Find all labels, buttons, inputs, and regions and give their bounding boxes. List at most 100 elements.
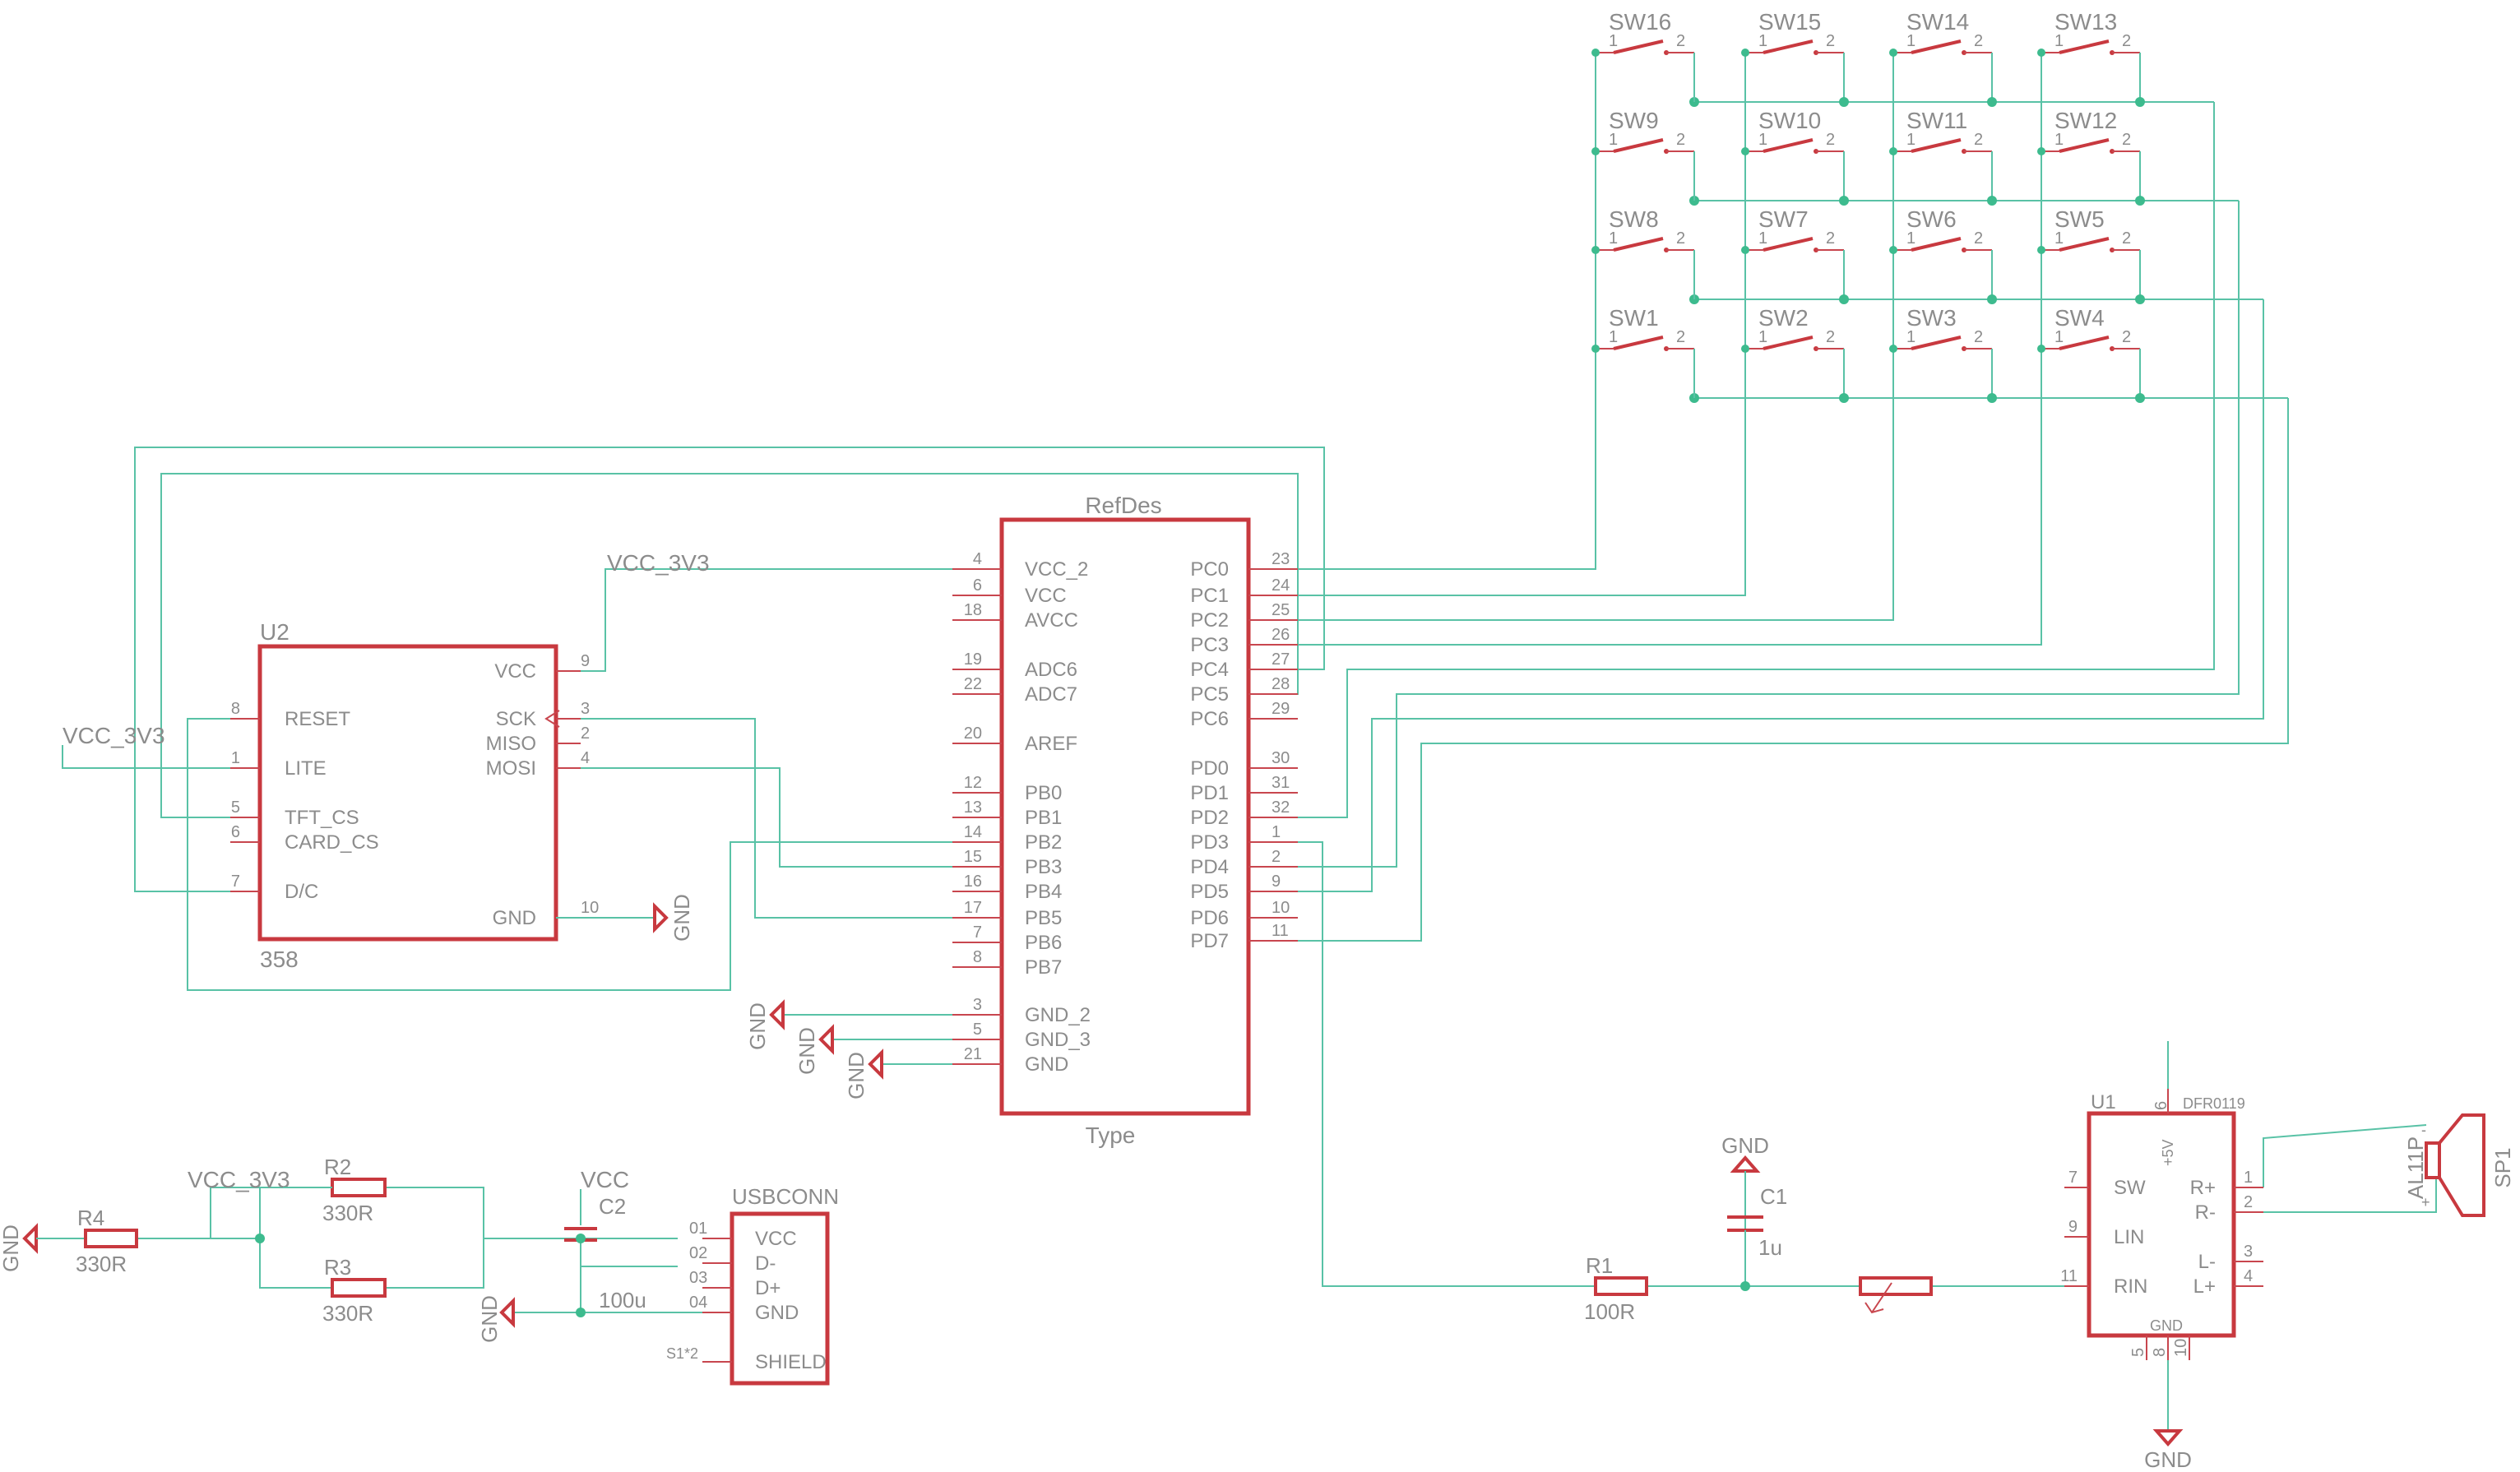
switch-actuator bbox=[1911, 237, 1962, 252]
display-pin-name: GND bbox=[493, 907, 536, 929]
mcu-pin-name: PD3 bbox=[1190, 831, 1229, 854]
switch-pin2-num: 2 bbox=[1826, 229, 1835, 248]
amp-pin-num: 3 bbox=[2244, 1243, 2253, 1261]
gnd-label-display: GND bbox=[669, 894, 694, 942]
switch-pin1-num: 1 bbox=[1758, 32, 1767, 50]
switch-label: SW9 bbox=[1609, 108, 1659, 133]
usb-pin-num: 03 bbox=[689, 1269, 707, 1287]
switch-pin1-num: 1 bbox=[2054, 32, 2064, 50]
r4-name: R4 bbox=[77, 1206, 104, 1230]
mcu-pin-num: 18 bbox=[964, 601, 982, 619]
switch-col-junction bbox=[1889, 246, 1897, 254]
mcu-pin-name: PD6 bbox=[1190, 907, 1229, 929]
mcu-pin-num: 3 bbox=[973, 996, 982, 1014]
switch-label: SW10 bbox=[1758, 108, 1821, 133]
usb-pin-num: 02 bbox=[689, 1244, 707, 1262]
switch-pin1-num: 1 bbox=[1906, 32, 1915, 50]
switch-label: SW13 bbox=[2054, 9, 2117, 35]
switch-row-junction bbox=[2135, 97, 2145, 107]
mcu-pin-num: 27 bbox=[1272, 650, 1290, 669]
switch-actuator bbox=[2059, 336, 2110, 350]
mcu-refdes: RefDes bbox=[1085, 493, 1161, 518]
switch-pin2-num: 2 bbox=[1826, 32, 1835, 50]
switch-row-junction bbox=[1839, 294, 1849, 304]
c1-name: C1 bbox=[1760, 1184, 1787, 1209]
switch-actuator bbox=[1763, 336, 1814, 350]
display-pin-num: 3 bbox=[581, 700, 590, 718]
mcu-pin-num: 28 bbox=[1272, 675, 1290, 693]
r4-value: 330R bbox=[76, 1252, 127, 1276]
net-label-vcc3v3-lite: VCC_3V3 bbox=[63, 723, 165, 748]
mcu-pin-name: PC3 bbox=[1190, 634, 1229, 656]
mcu-pin-name: PC2 bbox=[1190, 609, 1229, 632]
amp-gnd-pin-num: 8 bbox=[2151, 1348, 2169, 1357]
mcu-pin-name: VCC bbox=[1025, 585, 1067, 607]
switch-row-junction bbox=[1987, 97, 1997, 107]
mcu-pin-num: 10 bbox=[1272, 899, 1290, 917]
mcu-pin-name: PC4 bbox=[1190, 659, 1229, 681]
mcu-pin-name: PD0 bbox=[1190, 757, 1229, 780]
display-pin-name: SCK bbox=[496, 708, 536, 730]
gnd-symbol-mcu-3 bbox=[868, 1048, 883, 1080]
gnd-symbol-mcu-2 bbox=[818, 1024, 834, 1055]
usb-pin-num: 01 bbox=[689, 1220, 707, 1238]
mcu-pin-num: 2 bbox=[1272, 848, 1281, 866]
amp-pin-num: 2 bbox=[2244, 1193, 2253, 1211]
amp-pin-name: L- bbox=[2198, 1251, 2216, 1273]
mcu-pin-name: PC6 bbox=[1190, 708, 1229, 730]
mcu-pin-name: ADC7 bbox=[1025, 683, 1077, 706]
mcu-pin-num: 30 bbox=[1272, 749, 1290, 767]
mcu-pin-name: PC0 bbox=[1190, 558, 1229, 581]
switch-actuator bbox=[1911, 138, 1962, 153]
mcu-pin-num: 4 bbox=[973, 550, 982, 568]
mcu-pin-name: PB0 bbox=[1025, 782, 1062, 804]
mcu-pin-name: PC1 bbox=[1190, 585, 1229, 607]
switch-pin2-num: 2 bbox=[1974, 328, 1983, 346]
mcu-pin-num: 31 bbox=[1272, 774, 1290, 792]
mcu-value: Type bbox=[1086, 1123, 1136, 1148]
mcu-pin-name: PD7 bbox=[1190, 930, 1229, 952]
amplifier-body bbox=[2087, 1111, 2236, 1338]
mcu-pin-num: 6 bbox=[973, 576, 982, 595]
gnd-label-c2: GND bbox=[477, 1295, 502, 1343]
gnd-label-mcu-2: GND bbox=[794, 1027, 819, 1075]
mcu-right-pins: 23PC024PC125PC226PC327PC428PC529PC630PD0… bbox=[1190, 550, 1298, 952]
resistor-r2 bbox=[331, 1178, 387, 1197]
gnd-label-c1: GND bbox=[1721, 1133, 1769, 1158]
amp-pin-name: SW bbox=[2114, 1177, 2146, 1199]
mcu-pin-num: 15 bbox=[964, 848, 982, 866]
display-pin-name: TFT_CS bbox=[285, 807, 359, 829]
switch-pin2-num: 2 bbox=[2122, 32, 2131, 50]
switch-label: SW5 bbox=[2054, 206, 2105, 232]
mcu-pin-num: 7 bbox=[973, 923, 982, 942]
switch-actuator bbox=[1763, 237, 1814, 252]
power-section: R4 330R R2 330R R3 330R C2 100u USBCONN … bbox=[76, 1155, 839, 1386]
mcu-pin-num: 1 bbox=[1272, 823, 1281, 841]
switch-pin1-num: 1 bbox=[1906, 131, 1915, 149]
display-pin-num: 6 bbox=[231, 823, 240, 841]
switch-row-junction bbox=[1987, 294, 1997, 304]
mcu-pin-num: 20 bbox=[964, 724, 982, 743]
switch-pin2-num: 2 bbox=[1974, 131, 1983, 149]
switch-label: SW16 bbox=[1609, 9, 1671, 35]
mcu-pin-num: 26 bbox=[1272, 626, 1290, 644]
switch-pin1-num: 1 bbox=[1758, 229, 1767, 248]
speaker-body bbox=[2425, 1141, 2441, 1179]
amp-pin-name: RIN bbox=[2114, 1275, 2147, 1298]
switch-col-junction bbox=[2037, 246, 2045, 254]
c1-value: 1u bbox=[1758, 1235, 1782, 1260]
usb-shield-name: SHIELD bbox=[755, 1351, 827, 1373]
display-pin-name: LITE bbox=[285, 757, 327, 780]
display-value: 358 bbox=[260, 947, 299, 972]
gnd-label-mcu-3: GND bbox=[844, 1052, 869, 1099]
usb-pin-name: D+ bbox=[755, 1277, 781, 1299]
speaker-minus: - bbox=[2421, 1122, 2426, 1138]
